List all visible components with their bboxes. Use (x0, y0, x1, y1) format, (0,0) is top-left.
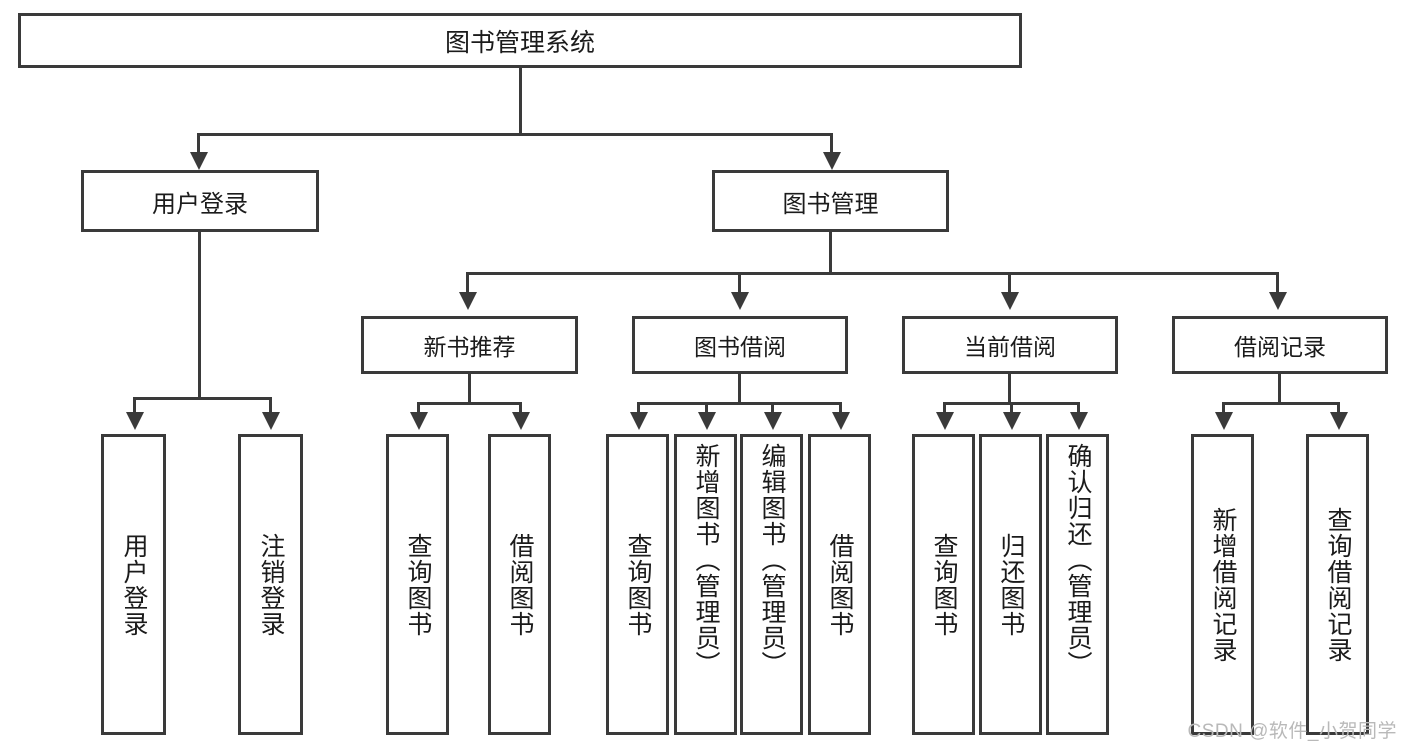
leaf-label: 新增借阅记录 (1209, 506, 1237, 663)
leaf-edit-book[interactable]: 编辑图书（管理员） (740, 434, 803, 735)
node-root-book-management-system[interactable]: 图书管理系统 (18, 13, 1022, 68)
arrow-book-borrow-leaf1 (630, 412, 648, 430)
leaf-query-borrow-record[interactable]: 查询借阅记录 (1306, 434, 1369, 735)
connector-to-book-management (830, 133, 833, 157)
arrow-current-borrow-leaf3 (1070, 412, 1088, 430)
arrow-borrow-record-leaf2 (1330, 412, 1348, 430)
arrow-borrow-record-leaf1 (1215, 412, 1233, 430)
leaf-query-book-borrow[interactable]: 查询图书 (606, 434, 669, 735)
arrow-to-book-management (823, 152, 841, 170)
connector-user-login-bus (133, 397, 272, 400)
arrow-user-login-leaf2 (262, 412, 280, 430)
connector-to-user-login (197, 133, 200, 157)
arrow-to-book-borrow (731, 292, 749, 310)
arrow-book-borrow-leaf4 (832, 412, 850, 430)
arrow-to-user-login (190, 152, 208, 170)
connector-root-down (519, 68, 522, 133)
leaf-label: 用户登录 (120, 532, 148, 637)
node-label: 新书推荐 (423, 334, 516, 360)
node-label: 当前借阅 (964, 334, 1056, 360)
connector-to-borrow-record (1276, 272, 1279, 297)
connector-to-current-borrow (1008, 272, 1011, 297)
connector-book-borrow-bus (637, 402, 842, 405)
leaf-label: 借阅图书 (506, 532, 534, 637)
connector-user-login-down (198, 232, 201, 397)
node-user-login[interactable]: 用户登录 (81, 170, 319, 232)
node-book-borrow[interactable]: 图书借阅 (632, 316, 848, 374)
leaf-confirm-return[interactable]: 确认归还（管理员） (1046, 434, 1109, 735)
arrow-new-book-leaf1 (410, 412, 428, 430)
leaf-borrow-book-recommend[interactable]: 借阅图书 (488, 434, 551, 735)
leaf-label: 注销登录 (257, 532, 285, 637)
connector-to-book-borrow (738, 272, 741, 297)
leaf-user-login[interactable]: 用户登录 (101, 434, 166, 735)
node-label: 图书管理系统 (444, 28, 595, 57)
connector-book-borrow-down (738, 374, 741, 402)
connector-user-login-leaf1 (133, 397, 136, 416)
node-book-management[interactable]: 图书管理 (712, 170, 949, 232)
leaf-query-book-recommend[interactable]: 查询图书 (386, 434, 449, 735)
connector-book-borrow-leaf4 (839, 402, 842, 416)
leaf-query-book-current[interactable]: 查询图书 (912, 434, 975, 735)
arrow-book-borrow-leaf2 (698, 412, 716, 430)
arrow-to-current-borrow (1001, 292, 1019, 310)
connector-to-new-book-recommend (466, 272, 469, 297)
connector-level2-bus (466, 272, 1278, 275)
connector-user-login-leaf2 (269, 397, 272, 416)
node-label: 图书借阅 (694, 334, 786, 360)
arrow-current-borrow-leaf2 (1003, 412, 1021, 430)
node-new-book-recommend[interactable]: 新书推荐 (361, 316, 578, 374)
node-label: 借阅记录 (1234, 334, 1326, 360)
leaf-label: 新增图书（管理员） (692, 443, 720, 677)
leaf-user-logout[interactable]: 注销登录 (238, 434, 303, 735)
leaf-add-borrow-record[interactable]: 新增借阅记录 (1191, 434, 1254, 735)
leaf-return-book[interactable]: 归还图书 (979, 434, 1042, 735)
leaf-label: 借阅图书 (826, 532, 854, 637)
connector-borrow-record-leaf2 (1337, 402, 1340, 416)
connector-book-borrow-leaf2 (705, 402, 708, 416)
leaf-label: 编辑图书（管理员） (758, 443, 786, 677)
connector-current-borrow-down (1008, 374, 1011, 402)
leaf-borrow-book-borrow[interactable]: 借阅图书 (808, 434, 871, 735)
leaf-label: 查询图书 (404, 532, 432, 637)
arrow-book-borrow-leaf3 (764, 412, 782, 430)
leaf-add-book[interactable]: 新增图书（管理员） (674, 434, 737, 735)
connector-new-book-leaf2 (519, 402, 522, 416)
arrow-to-borrow-record (1269, 292, 1287, 310)
node-label: 用户登录 (152, 190, 248, 218)
arrow-user-login-leaf1 (126, 412, 144, 430)
connector-current-borrow-leaf3 (1077, 402, 1080, 416)
node-current-borrow[interactable]: 当前借阅 (902, 316, 1118, 374)
connector-borrow-record-down (1278, 374, 1281, 402)
leaf-label: 查询图书 (930, 532, 958, 637)
arrow-new-book-leaf2 (512, 412, 530, 430)
connector-book-borrow-leaf1 (637, 402, 640, 416)
leaf-label: 归还图书 (997, 532, 1025, 637)
connector-new-book-bus (417, 402, 522, 405)
arrow-to-new-book-recommend (459, 292, 477, 310)
connector-book-management-down (829, 232, 832, 272)
leaf-label: 查询借阅记录 (1324, 506, 1352, 663)
connector-level1-bus (197, 133, 833, 136)
node-label: 图书管理 (782, 190, 879, 218)
connector-new-book-leaf1 (417, 402, 420, 416)
connector-current-borrow-leaf2 (1010, 402, 1013, 416)
arrow-current-borrow-leaf1 (936, 412, 954, 430)
leaf-label: 查询图书 (624, 532, 652, 637)
connector-borrow-record-leaf1 (1222, 402, 1225, 416)
leaf-label: 确认归还（管理员） (1064, 443, 1092, 677)
node-borrow-record[interactable]: 借阅记录 (1172, 316, 1388, 374)
connector-borrow-record-bus (1222, 402, 1340, 405)
connector-new-book-down (468, 374, 471, 402)
connector-book-borrow-leaf3 (771, 402, 774, 416)
csdn-watermark: CSDN @软件_小贺同学 (1187, 721, 1397, 742)
connector-current-borrow-leaf1 (943, 402, 946, 416)
